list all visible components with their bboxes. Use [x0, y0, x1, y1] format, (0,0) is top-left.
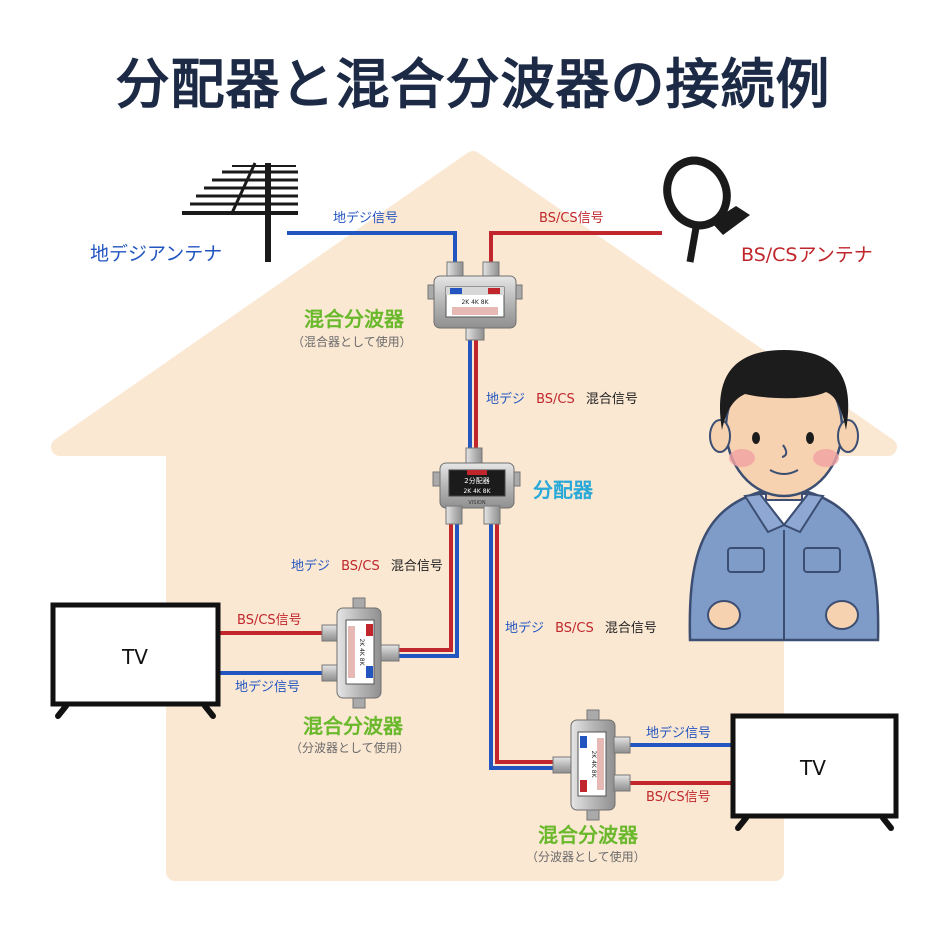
svg-text:2K 4K 8K: 2K 4K 8K: [358, 638, 365, 666]
left-mixed-signal-label: 地デジ BS/CS 混合信号: [291, 557, 443, 573]
mixed-left-red: [398, 520, 453, 652]
mixed-terrestrial-part: 地デジ: [291, 559, 331, 574]
tv-left-icon: [50, 602, 221, 719]
mixer-top-usage-note: （混合器として使用）: [292, 335, 412, 349]
svg-text:2K 4K 8K: 2K 4K 8K: [461, 299, 489, 306]
house-shape: [51, 151, 897, 881]
worker-person-icon: [688, 350, 880, 642]
right-bscs-signal-label: BS/CS信号: [646, 790, 711, 805]
svg-text:2分配器: 2分配器: [464, 476, 489, 485]
mixer-device-right: 2K 4K 8K: [552, 709, 631, 821]
svg-text:2K 4K 8K: 2K 4K 8K: [463, 488, 491, 495]
mixed-left-blue: [398, 520, 459, 658]
mixed-right-red: [495, 520, 556, 764]
page-title: 分配器と混合分波器の接続例: [115, 53, 831, 116]
mixed-bscs-part: BS/CS: [555, 621, 594, 636]
mixed-label-part: 混合信号: [604, 621, 657, 636]
cables: [218, 231, 735, 785]
splitter-device: 2分配器 2K 4K 8K VISION: [432, 447, 521, 525]
top-terrestrial-signal-label: 地デジ信号: [333, 211, 399, 226]
mixer-left-label: 混合分波器: [303, 714, 403, 738]
mixed-bscs-part: BS/CS: [536, 392, 575, 407]
terrestrial-antenna-icon: [182, 162, 298, 262]
mixed-label-part: 混合信号: [585, 392, 638, 407]
tv-right-label: TV: [800, 756, 826, 780]
tv-left-label: TV: [122, 645, 148, 669]
mixer-top-label: 混合分波器: [304, 307, 404, 331]
mixed-bscs-part: BS/CS: [341, 559, 380, 574]
terrestrial-antenna-label: 地デジアンテナ: [90, 243, 223, 265]
mixer-left-usage-note: （分波器として使用）: [290, 741, 410, 755]
top-bscs-signal-label: BS/CS信号: [539, 211, 604, 226]
left-bscs-signal-label: BS/CS信号: [237, 613, 302, 628]
tv-right-icon: [730, 713, 899, 831]
mixer-device-left: 2K 4K 8K: [321, 597, 400, 709]
bscs-cable: [489, 231, 662, 274]
svg-text:2K 4K 8K: 2K 4K 8K: [590, 750, 597, 778]
mixer-device-top: 2K 4K 8K: [427, 261, 523, 341]
right-mixed-signal-label: 地デジ BS/CS 混合信号: [505, 619, 657, 635]
trunk-mixed-signal-label: 地デジ BS/CS 混合信号: [486, 390, 638, 406]
terrestrial-cable: [287, 231, 457, 274]
right-terrestrial-signal-label: 地デジ信号: [646, 726, 712, 741]
splitter-label: 分配器: [533, 478, 593, 502]
svg-text:VISION: VISION: [468, 500, 485, 506]
mixed-label-part: 混合信号: [390, 559, 443, 574]
mixed-terrestrial-part: 地デジ: [505, 621, 545, 636]
bscs-dish-antenna-icon: [663, 156, 750, 263]
mixer-right-label: 混合分波器: [538, 823, 638, 847]
left-terrestrial-signal-label: 地デジ信号: [235, 680, 301, 695]
mixer-right-usage-note: （分波器として使用）: [526, 850, 646, 864]
bscs-antenna-label: BS/CSアンテナ: [741, 244, 873, 266]
mixed-terrestrial-part: 地デジ: [486, 392, 526, 407]
mixed-right-blue: [489, 520, 556, 770]
